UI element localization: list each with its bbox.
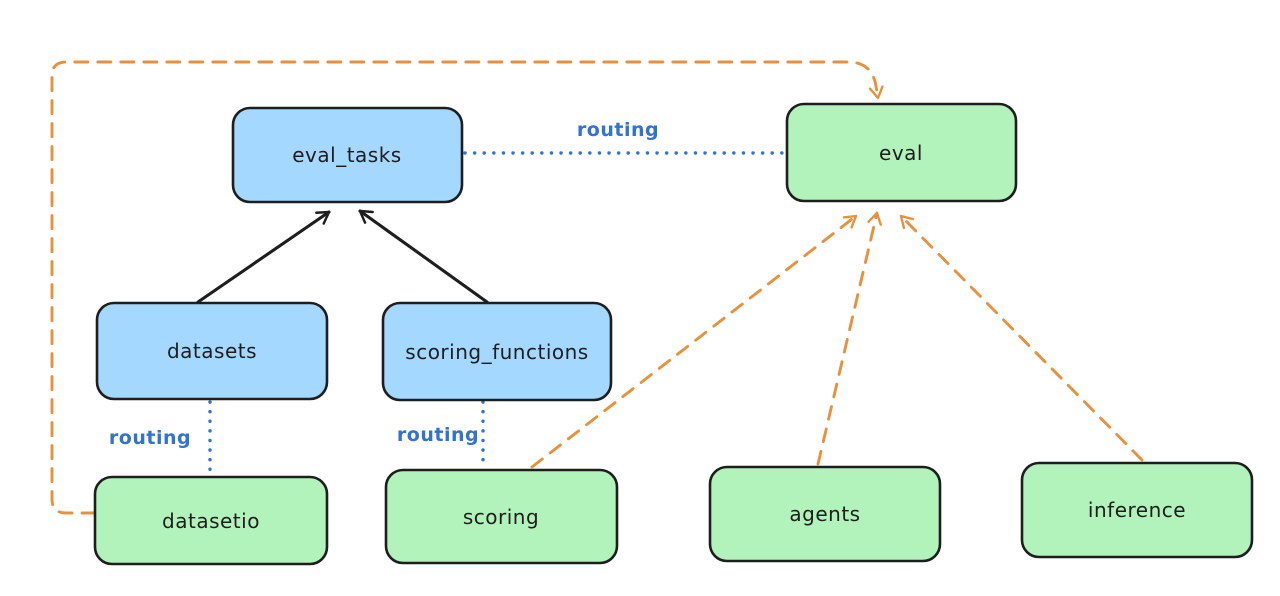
node-scoring-functions-label: scoring_functions [405, 340, 588, 364]
node-eval-tasks-label: eval_tasks [292, 143, 401, 167]
routing-label-eval-tasks-eval: routing [577, 119, 659, 141]
routing-label-scoring-functions-scoring: routing [397, 424, 479, 446]
node-scoring-label: scoring [463, 505, 539, 529]
node-scoring: scoring [384, 468, 619, 565]
node-eval-label: eval [879, 141, 923, 165]
node-inference-box [1020, 461, 1254, 559]
routing-label-datasets-datasetio: routing [109, 427, 191, 449]
edge-scoring-functions-to-eval-tasks [358, 209, 489, 304]
node-eval-box [785, 102, 1018, 203]
node-datasets-label: datasets [167, 339, 257, 363]
edge-scoring-to-eval [530, 214, 858, 469]
node-eval: eval [785, 102, 1018, 203]
node-inference: inference [1020, 461, 1254, 559]
node-datasets-box [95, 301, 329, 401]
node-datasetio: datasetio [93, 475, 329, 566]
node-inference-label: inference [1088, 498, 1186, 522]
node-scoring-functions: scoring_functions [381, 301, 613, 402]
node-datasetio-label: datasetio [162, 509, 260, 533]
edge-datasets-to-eval-tasks [196, 210, 331, 304]
node-eval-tasks-box [231, 106, 464, 204]
node-agents-box [708, 465, 942, 563]
node-agents-label: agents [789, 502, 860, 526]
node-agents: agents [708, 465, 942, 563]
edge-datasetio-to-eval [50, 60, 884, 515]
node-eval-tasks: eval_tasks [231, 106, 464, 204]
edge-agents-to-eval [816, 211, 882, 466]
node-scoring-box [384, 468, 619, 565]
edge-inference-to-eval [899, 214, 1144, 462]
node-datasets: datasets [95, 301, 329, 401]
node-datasetio-box [93, 475, 329, 566]
node-scoring-functions-box [381, 301, 613, 402]
